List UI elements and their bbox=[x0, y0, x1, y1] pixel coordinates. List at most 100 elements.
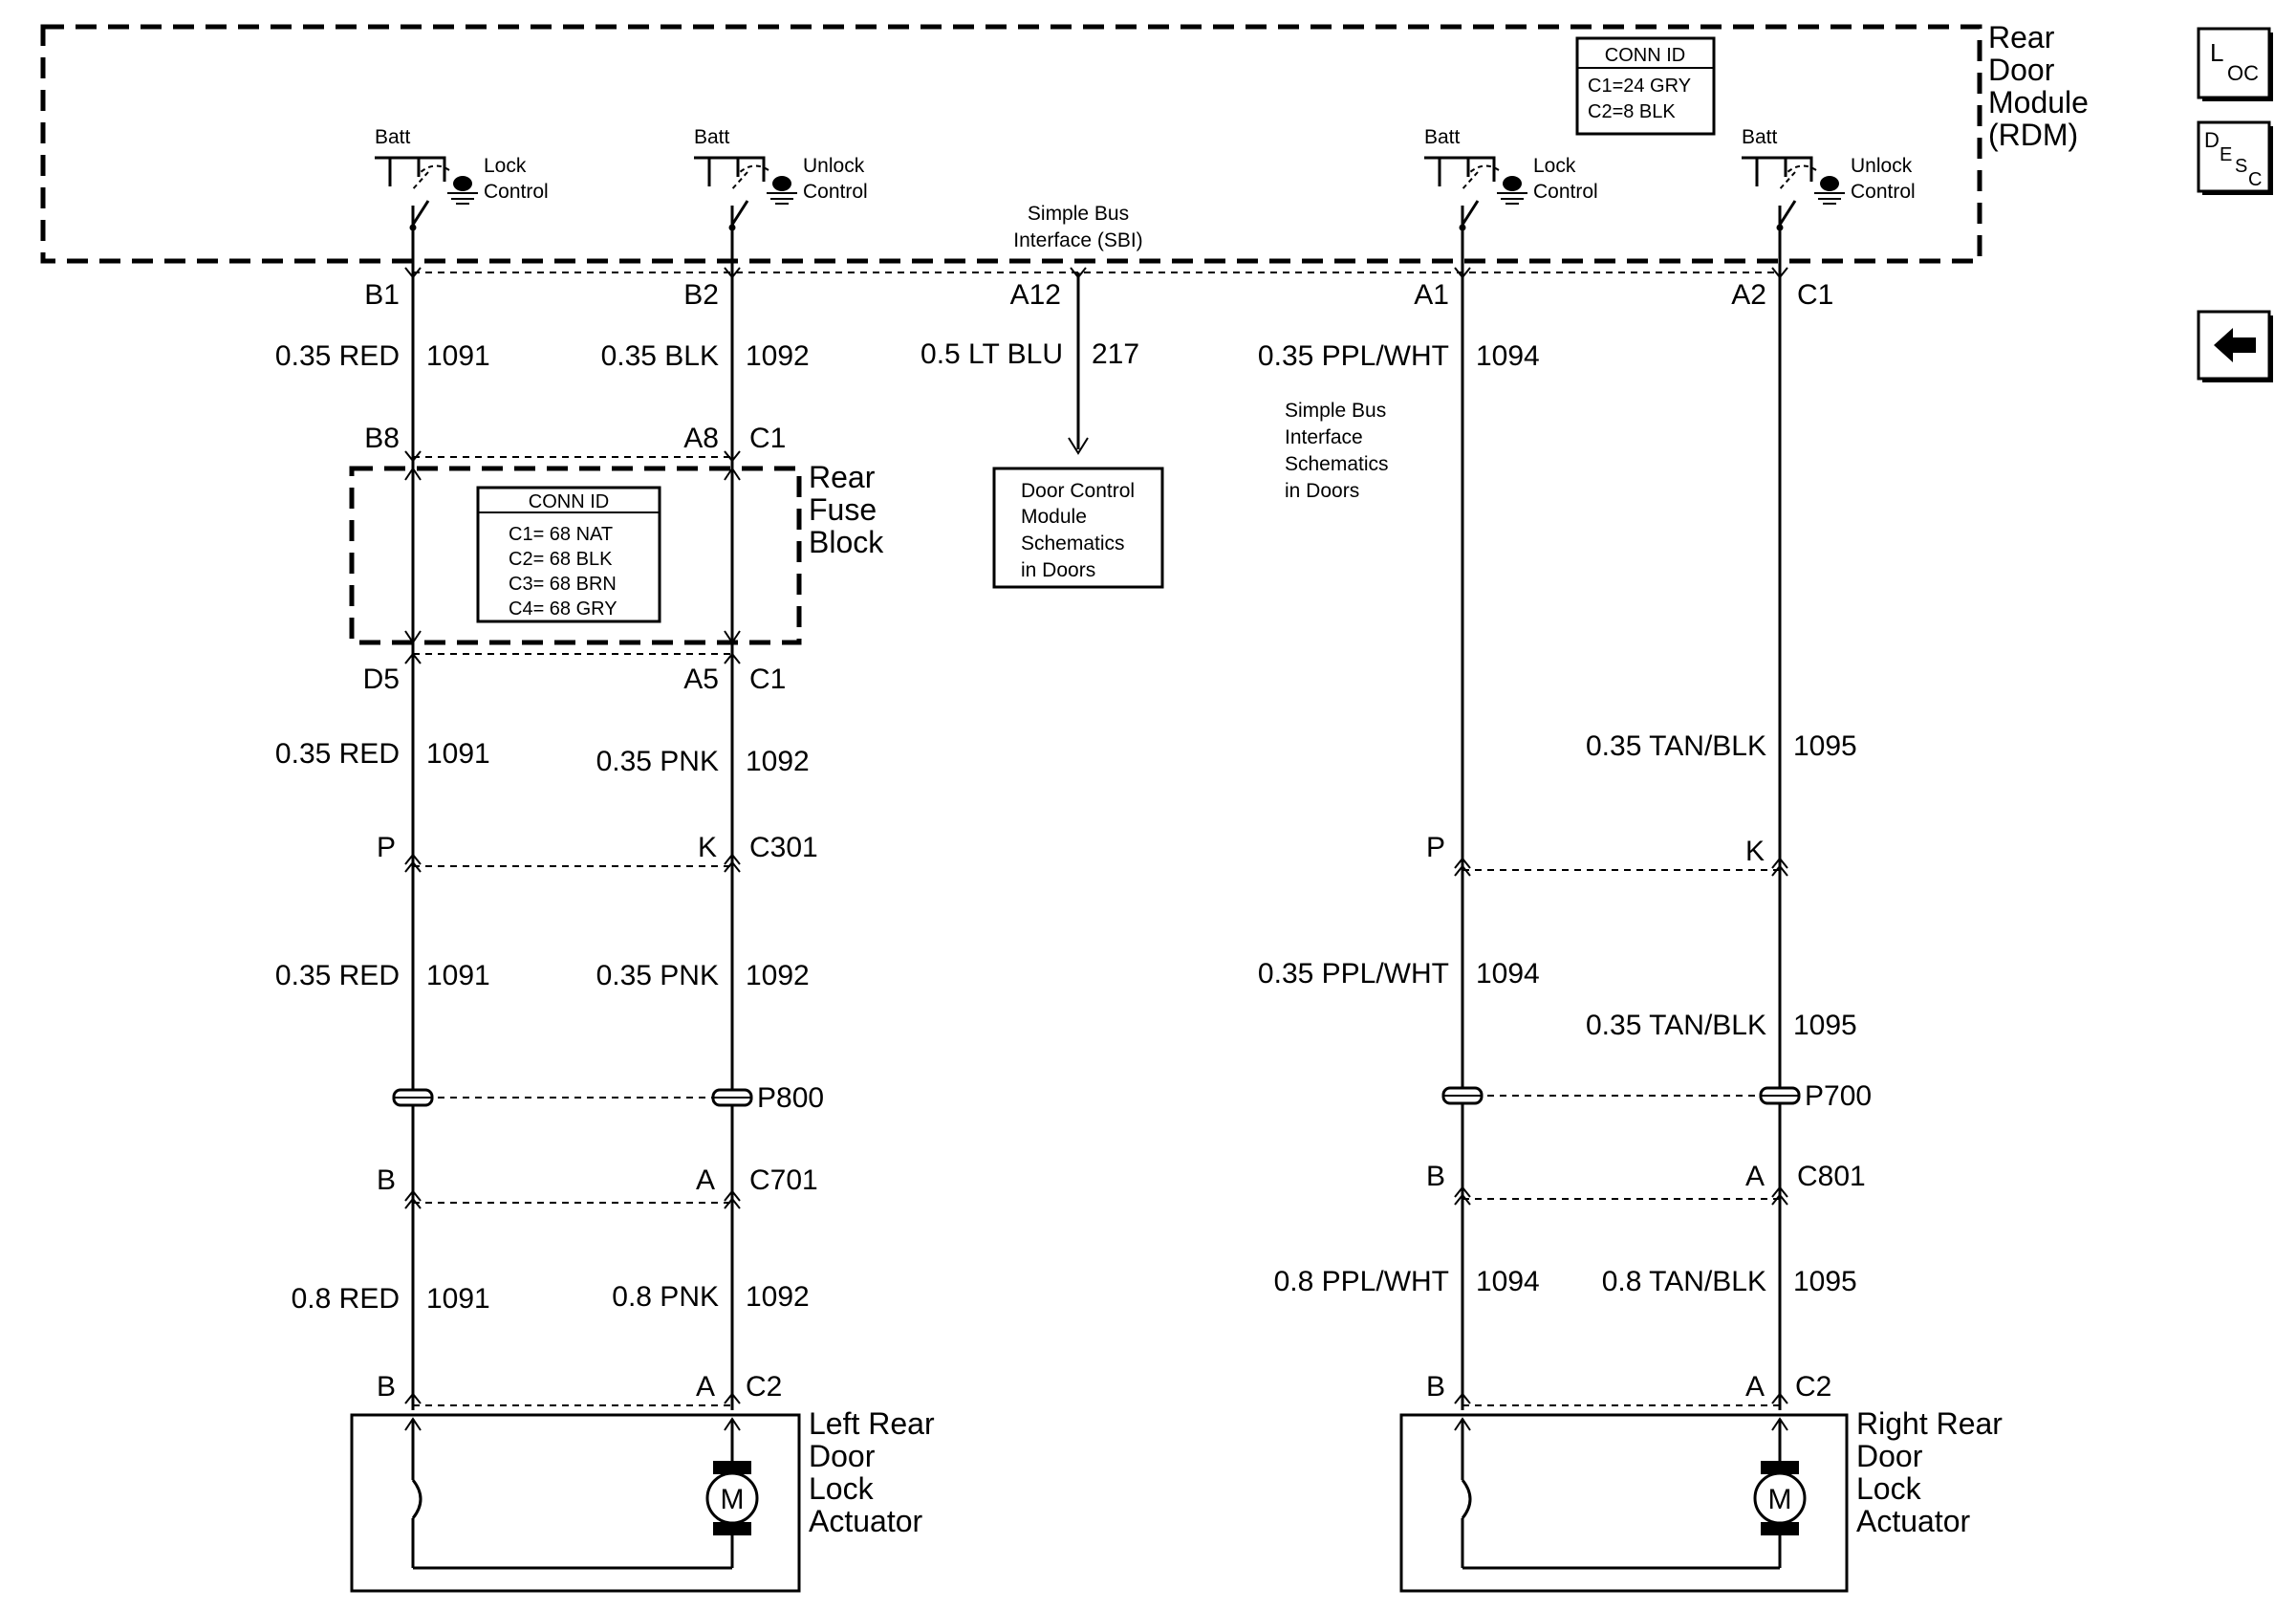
svg-text:Simple Bus: Simple Bus bbox=[1285, 400, 1386, 422]
dcm-schematics-ref: Door Control Module Schematics in Doors bbox=[992, 467, 1164, 589]
svg-text:0.35 RED: 0.35 RED bbox=[275, 340, 400, 372]
svg-text:Block: Block bbox=[809, 525, 884, 559]
svg-text:C4= 68 GRY: C4= 68 GRY bbox=[509, 598, 617, 620]
svg-text:Batt: Batt bbox=[694, 126, 730, 148]
svg-text:Control: Control bbox=[1533, 181, 1598, 203]
svg-text:P800: P800 bbox=[757, 1082, 824, 1114]
svg-text:1095: 1095 bbox=[1793, 1266, 1857, 1297]
fuse-block-title: Rear Fuse Block bbox=[809, 460, 884, 559]
svg-text:Unlock: Unlock bbox=[1851, 155, 1913, 177]
svg-text:K: K bbox=[698, 832, 717, 863]
svg-text:A1: A1 bbox=[1414, 279, 1449, 311]
fuse-block-conn-id: CONN ID C1= 68 NAT C2= 68 BLK C3= 68 BRN… bbox=[476, 486, 661, 623]
svg-text:Batt: Batt bbox=[1742, 126, 1778, 148]
wire-labels-mid: 0.35 RED 1091 0.35 PNK 1092 0.35 TAN/BLK… bbox=[275, 730, 1857, 777]
svg-text:C1: C1 bbox=[749, 664, 786, 695]
fuse-top-chevrons bbox=[404, 450, 741, 463]
svg-text:Simple Bus: Simple Bus bbox=[1028, 203, 1129, 225]
svg-text:L: L bbox=[2210, 38, 2223, 67]
svg-text:D: D bbox=[2204, 128, 2220, 152]
rdm-title: Rear Door Module (RDM) bbox=[1988, 20, 2089, 152]
c801-connector: B A C801 bbox=[1426, 1161, 1866, 1206]
svg-text:Control: Control bbox=[803, 181, 868, 203]
right-actuator-connector: B A C2 bbox=[1426, 1371, 1831, 1406]
switch-unlock-left: Batt Unlock Control bbox=[694, 126, 868, 250]
svg-text:P700: P700 bbox=[1805, 1080, 1872, 1112]
svg-text:Left Rear: Left Rear bbox=[809, 1406, 935, 1441]
svg-text:0.35 PPL/WHT: 0.35 PPL/WHT bbox=[1258, 958, 1449, 990]
svg-text:1095: 1095 bbox=[1793, 730, 1857, 762]
svg-text:Fuse: Fuse bbox=[809, 492, 877, 527]
svg-text:0.35 PNK: 0.35 PNK bbox=[596, 960, 719, 991]
svg-text:A12: A12 bbox=[1010, 279, 1061, 311]
fuse-block-top-pins: B8 A8 C1 bbox=[364, 423, 786, 454]
svg-text:1091: 1091 bbox=[426, 1283, 490, 1315]
svg-text:Door: Door bbox=[1988, 53, 2055, 87]
svg-text:Module: Module bbox=[1021, 506, 1087, 528]
svg-text:P: P bbox=[377, 832, 396, 863]
svg-text:1092: 1092 bbox=[746, 340, 810, 372]
svg-text:B: B bbox=[1426, 1161, 1445, 1192]
svg-text:1091: 1091 bbox=[426, 738, 490, 770]
svg-text:C1= 68 NAT: C1= 68 NAT bbox=[509, 524, 613, 545]
svg-text:C2= 68 BLK: C2= 68 BLK bbox=[509, 549, 613, 570]
svg-text:Lock: Lock bbox=[1856, 1471, 1922, 1506]
svg-text:in Doors: in Doors bbox=[1285, 480, 1359, 502]
svg-text:Schematics: Schematics bbox=[1021, 533, 1125, 555]
svg-text:Rear: Rear bbox=[1988, 20, 2055, 54]
svg-text:C: C bbox=[2248, 169, 2262, 190]
wire-labels-low: 0.35 RED 1091 0.35 PNK 1092 0.35 PPL/WHT… bbox=[275, 958, 1857, 1041]
svg-text:CONN ID: CONN ID bbox=[529, 491, 609, 512]
svg-text:C301: C301 bbox=[749, 832, 818, 863]
svg-text:C2: C2 bbox=[746, 1371, 782, 1403]
p800-splice: P800 bbox=[392, 1082, 824, 1114]
wire-labels-bottom: 0.8 RED 1091 0.8 PNK 1092 0.8 PPL/WHT 10… bbox=[292, 1266, 1857, 1315]
svg-text:A8: A8 bbox=[683, 423, 719, 454]
svg-text:in Doors: in Doors bbox=[1021, 559, 1095, 581]
svg-text:E: E bbox=[2220, 144, 2232, 165]
svg-text:1095: 1095 bbox=[1793, 1010, 1857, 1041]
svg-text:1092: 1092 bbox=[746, 960, 810, 991]
svg-text:Door: Door bbox=[1856, 1439, 1923, 1473]
svg-text:C2: C2 bbox=[1795, 1371, 1831, 1403]
svg-text:Lock: Lock bbox=[809, 1471, 875, 1506]
c301-right: P K bbox=[1426, 832, 1788, 877]
left-arrow-icon bbox=[2214, 328, 2256, 362]
sbi-drop-arrow bbox=[1068, 437, 1089, 455]
svg-text:Interface: Interface bbox=[1285, 426, 1363, 448]
desc-button[interactable]: D E S C bbox=[2197, 120, 2273, 195]
switch-lock-right: Batt Lock Control bbox=[1424, 126, 1598, 250]
fuse-block-bottom-pins: D5 A5 C1 bbox=[363, 664, 787, 695]
svg-text:0.5 LT BLU: 0.5 LT BLU bbox=[921, 338, 1063, 370]
svg-text:Schematics: Schematics bbox=[1285, 453, 1389, 475]
svg-text:Unlock: Unlock bbox=[803, 155, 865, 177]
back-button[interactable] bbox=[2197, 310, 2273, 382]
svg-text:C1: C1 bbox=[1797, 279, 1833, 311]
svg-text:0.35 BLK: 0.35 BLK bbox=[601, 340, 719, 372]
svg-text:B8: B8 bbox=[364, 423, 400, 454]
svg-text:A: A bbox=[1745, 1161, 1765, 1192]
svg-text:K: K bbox=[1745, 836, 1765, 867]
svg-text:0.35 TAN/BLK: 0.35 TAN/BLK bbox=[1586, 730, 1766, 762]
svg-text:1091: 1091 bbox=[426, 960, 490, 991]
svg-text:P: P bbox=[1426, 832, 1445, 863]
svg-text:B: B bbox=[377, 1371, 396, 1403]
svg-text:M: M bbox=[1768, 1484, 1792, 1515]
svg-text:Interface (SBI): Interface (SBI) bbox=[1013, 229, 1142, 251]
svg-text:217: 217 bbox=[1092, 338, 1139, 370]
svg-text:C1=24 GRY: C1=24 GRY bbox=[1588, 76, 1691, 97]
svg-text:S: S bbox=[2235, 156, 2247, 177]
c701-connector: B A C701 bbox=[377, 1164, 818, 1209]
loc-button[interactable]: L OC bbox=[2197, 27, 2273, 101]
svg-text:Batt: Batt bbox=[375, 126, 411, 148]
svg-text:A: A bbox=[696, 1371, 715, 1403]
svg-text:M: M bbox=[721, 1484, 745, 1515]
fuse-bottom-chevrons bbox=[404, 652, 741, 664]
svg-text:B: B bbox=[1426, 1371, 1445, 1403]
svg-text:Module: Module bbox=[1988, 85, 2089, 120]
svg-text:0.35 PNK: 0.35 PNK bbox=[596, 746, 719, 777]
svg-text:0.35 RED: 0.35 RED bbox=[275, 738, 400, 770]
svg-text:Rear: Rear bbox=[809, 460, 876, 494]
rdm-pins: B1 B2 A12 A1 A2 C1 bbox=[364, 279, 1833, 311]
